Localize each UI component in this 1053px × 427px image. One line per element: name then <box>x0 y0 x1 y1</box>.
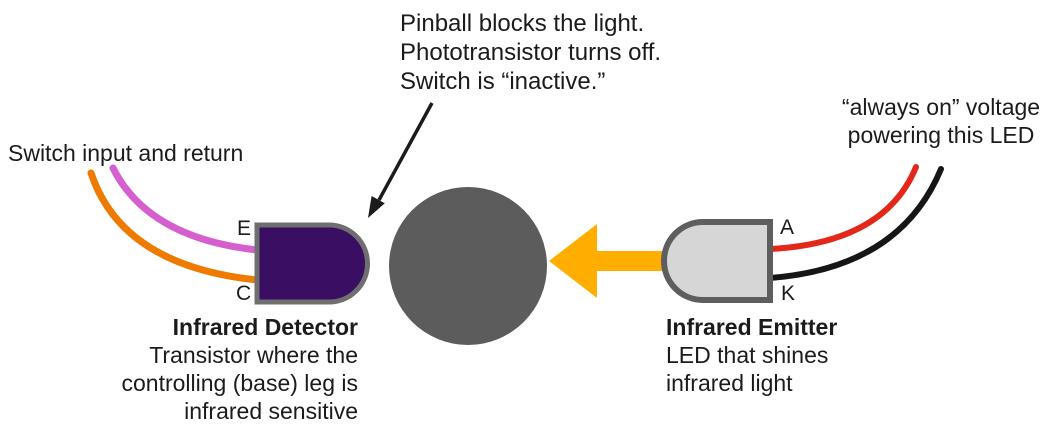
always-on-note-line2: powering this LED <box>847 122 1035 148</box>
switch-input-wire <box>109 164 261 254</box>
emitter-pin-k: K <box>781 282 796 305</box>
emitter-body <box>661 219 773 303</box>
pointer-arrow-shaft <box>377 102 434 201</box>
pinball-note-line1: Pinball blocks the light. <box>400 10 645 37</box>
pinball <box>389 187 547 345</box>
detector-desc-line2: controlling (base) leg is <box>121 370 358 396</box>
detector-desc-line3: infrared sensitive <box>184 398 358 424</box>
detector-title: Infrared Detector <box>172 314 358 340</box>
emitter-caption: Infrared Emitter LED that shines infrare… <box>666 313 837 397</box>
always-on-note: “always on” voltage powering this LED <box>828 93 1053 149</box>
switch-wires-label: Switch input and return <box>8 140 244 166</box>
cathode-wire <box>767 166 944 281</box>
ir-beam-arrow <box>549 224 700 298</box>
pointer-arrow-head <box>368 196 385 218</box>
detector-caption: Infrared Detector Transistor where the c… <box>58 313 358 425</box>
switch-return-wire <box>87 169 261 284</box>
detector-pin-e: E <box>237 217 252 240</box>
detector-body <box>254 222 370 305</box>
always-on-note-line1: “always on” voltage <box>841 94 1041 120</box>
pointer-arrow <box>368 102 434 218</box>
emitter-desc-line2: infrared light <box>666 370 793 396</box>
detector-pin-c: C <box>236 282 252 305</box>
detector-desc-line1: Transistor where the <box>149 342 358 368</box>
pinball-note: Pinball blocks the light. Phototransisto… <box>400 9 661 96</box>
pinball-note-line2: Phototransistor turns off. <box>400 39 662 66</box>
emitter-pin-a: A <box>780 216 795 239</box>
anode-wire <box>767 164 919 252</box>
pinball-note-line3: Switch is “inactive.” <box>400 68 606 95</box>
emitter-desc-line1: LED that shines <box>666 342 829 368</box>
emitter-title: Infrared Emitter <box>666 314 838 340</box>
